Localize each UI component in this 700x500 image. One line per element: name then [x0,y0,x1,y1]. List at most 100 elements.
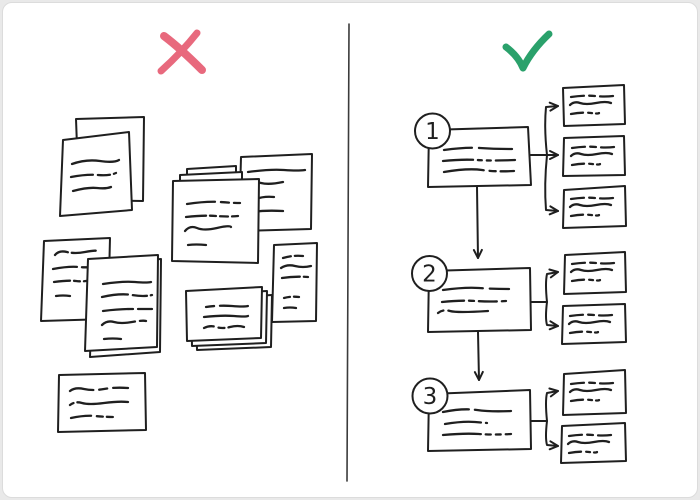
scribble-line [282,306,298,310]
scribble-line [436,309,490,315]
scribble-line [568,202,613,209]
child-note-box [563,251,627,295]
connector-arrow [544,154,559,216]
child-note-box [561,303,627,345]
document-pair-top-left [59,116,145,217]
card-stack-center [185,286,273,351]
scribble-line [68,386,130,393]
scribble-line [68,400,130,407]
connector-arrow [530,387,559,422]
scribble-line [54,294,72,298]
scribble-line [282,295,301,300]
step-number: 2 [422,262,437,288]
scribble-line [281,254,305,260]
child-box-outline [562,135,626,177]
step-number: 1 [425,119,440,145]
scribble-line [441,158,517,163]
scribble-line [569,111,601,116]
document-group-mid-left [40,237,162,358]
scribble-line [570,145,616,150]
scribble-line [569,398,601,403]
scribble-line [440,299,508,304]
page-front [84,254,159,352]
scribble-line [442,168,516,174]
child-note-box [562,369,627,416]
scribble-line [69,171,118,179]
scribble-line [185,200,242,206]
scribble-line [566,439,611,446]
child-note-box [562,135,626,177]
scribble-line [443,420,489,426]
scribble-line [102,337,123,341]
structured-outline-panel: 1 [411,30,627,464]
scribble-line [100,319,148,327]
child-box-outline [562,84,626,127]
scribble-line [568,330,600,335]
check-stroke [502,30,553,72]
scribble-line [280,275,310,280]
page-front [59,131,133,217]
document-narrow-right [271,242,318,323]
card-front [185,286,263,342]
messy-notes-panel [40,29,318,433]
connector-arrow [545,301,559,331]
scribble-line [186,243,208,247]
step-badge [411,255,448,292]
scribble-line [568,387,613,394]
scribble-line [567,319,612,326]
connector-arrow [530,268,559,303]
scribble-line [569,151,614,158]
scribble-line [442,146,514,152]
main-note-box [427,267,532,333]
scribble-line [569,94,615,99]
scribble-line [569,267,614,274]
main-note-box [427,389,532,452]
scribble-line [570,261,616,266]
card-bottom-left [57,372,147,433]
step-badge [411,377,449,415]
child-box-outline [563,251,627,295]
child-note-box [562,185,627,229]
step-badge [414,112,451,150]
scribble-line [70,158,121,166]
scribble-line [100,293,154,299]
child-box-outline [562,185,627,229]
cross-icon [157,29,206,75]
scribble-line [71,185,113,193]
scribble-line [53,249,99,257]
scribble-line [569,381,615,386]
step-group-1: 1 [414,84,627,229]
child-box-outline [561,303,627,345]
scribble-line [569,196,615,201]
scribble-line [184,214,240,219]
scribble-line [204,304,250,309]
page-front [171,178,260,264]
scribble-line [570,162,602,167]
cross-stroke [157,29,201,75]
scribble-line [69,414,117,420]
document-stack-center [171,165,260,264]
scribble-line [567,450,599,455]
flow-arrow-down [472,186,483,259]
step-group-3: 3 [411,369,627,464]
scribble-line [101,307,155,313]
scribble-line [101,280,153,286]
scribble-line [202,314,250,319]
connector-arrow [545,420,559,451]
divider-line [346,23,350,482]
scribble-line [441,286,511,292]
scribble-line [567,433,613,438]
scribble-line [246,168,307,174]
scribble-line [279,264,313,270]
check-icon [502,30,553,72]
scribble-line [570,278,602,283]
step-group-2: 2 [411,251,627,345]
child-note-box [560,422,627,464]
step-number: 3 [423,384,438,410]
scribble-line [441,432,513,437]
scribble-line [202,324,246,330]
connector-arrow [530,101,559,156]
scribble-line [568,313,614,318]
scribble-line [569,213,601,218]
